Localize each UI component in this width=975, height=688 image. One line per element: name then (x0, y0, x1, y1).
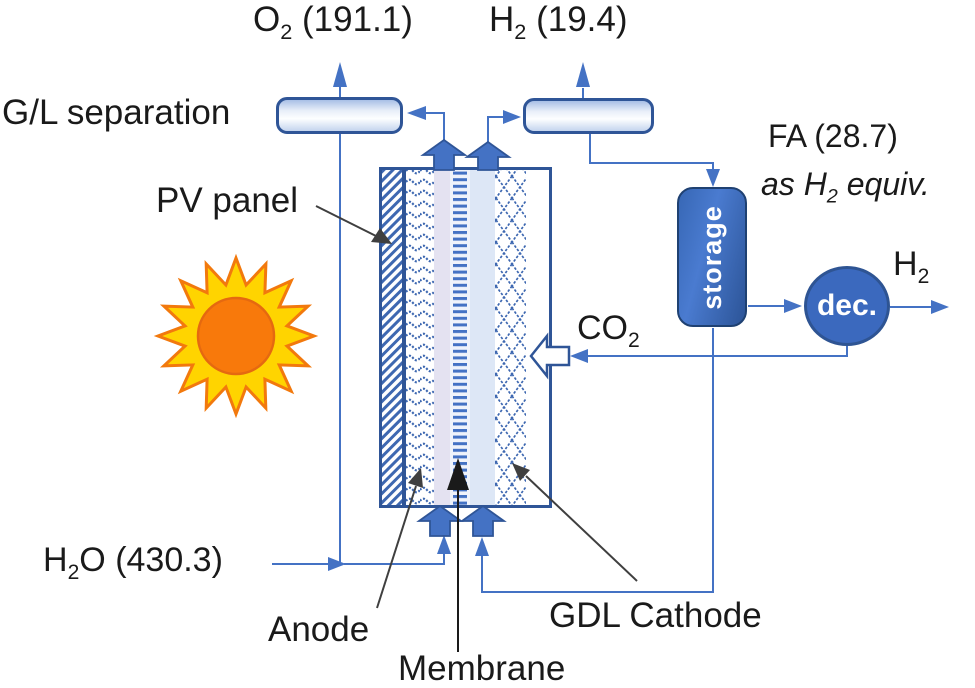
anode-pointer (376, 485, 417, 609)
h2o-arrowhead (328, 557, 346, 571)
anode-label: Anode (268, 610, 370, 649)
fa-equiv-label: as H2 equiv. (761, 166, 930, 208)
cathode-feed-block-arrow (459, 504, 507, 537)
h2o-input-label: H2O (430.3) (43, 541, 223, 584)
h2-arrowhead (576, 62, 590, 87)
co2-recycle-line (588, 346, 848, 357)
catholyte-channel (470, 169, 495, 506)
decomposer-unit: dec. (804, 266, 890, 346)
co2-return-arrowhead (570, 349, 588, 363)
h2-output-label: H2 (19.4) (489, 0, 628, 44)
gdl-cathode-label: GDL Cathode (549, 596, 762, 635)
cathode-inlet-arrowhead (475, 537, 489, 556)
to-storage-arrowhead (706, 169, 720, 187)
electrochemical-cell (379, 167, 552, 508)
block-arrows (416, 138, 571, 537)
anolyte-channel (434, 169, 450, 506)
sun-icon (153, 253, 319, 419)
o2-arrowhead (333, 62, 347, 87)
o2-output-label: O2 (191.1) (253, 0, 413, 44)
gdl-cathode-pointer (525, 475, 638, 582)
gl-separator-right (523, 98, 654, 134)
storage-tank: storage (677, 187, 747, 327)
fa-label: FA (28.7) (768, 118, 898, 154)
separator-to-storage-line (589, 133, 714, 170)
flow-lines (272, 86, 931, 593)
to-right-separator-arrowhead (503, 110, 521, 124)
storage-label: storage (696, 204, 727, 310)
storage-recycle-line (481, 328, 714, 593)
anode-gas-block-arrow (420, 138, 468, 171)
membrane-layer (453, 169, 467, 506)
cell-border (379, 167, 552, 508)
co2-label: CO2 (577, 309, 640, 352)
h2-product-arrowhead (931, 300, 949, 314)
pv-panel-pointer-head (371, 228, 392, 244)
h2-product-label: H2 (893, 245, 930, 288)
cathode-outlet-line (487, 116, 503, 143)
pv-panel-pointer (315, 205, 379, 238)
anode-feed-block-arrow (416, 504, 464, 537)
annotation-arrows (315, 205, 638, 652)
membrane-label: Membrane (398, 649, 566, 688)
pv-anode-divider (402, 169, 406, 506)
sun-core (196, 296, 276, 376)
anode-outlet-line (426, 112, 445, 141)
anode-inlet-arrowhead (437, 535, 451, 554)
flow-arrowheads (328, 62, 949, 571)
gdl-cathode-layer (495, 169, 526, 506)
to-dec-arrowhead (784, 299, 802, 313)
pv-panel-layer (381, 169, 402, 506)
decomposer-label: dec. (816, 289, 878, 322)
anode-pointer-head (408, 468, 423, 488)
co2-hollow-arrow (529, 332, 571, 380)
anode-inlet-line (344, 553, 445, 565)
to-left-separator-arrowhead (407, 106, 426, 120)
anode-layer (406, 169, 434, 506)
membrane-pointer-head (447, 458, 469, 490)
gdl-cathode-pointer-head (512, 463, 530, 481)
pv-panel-label: PV panel (156, 181, 299, 220)
cathode-gas-block-arrow (464, 140, 512, 171)
gl-separator-left (276, 97, 403, 134)
gl-separation-label: G/L separation (2, 93, 231, 132)
